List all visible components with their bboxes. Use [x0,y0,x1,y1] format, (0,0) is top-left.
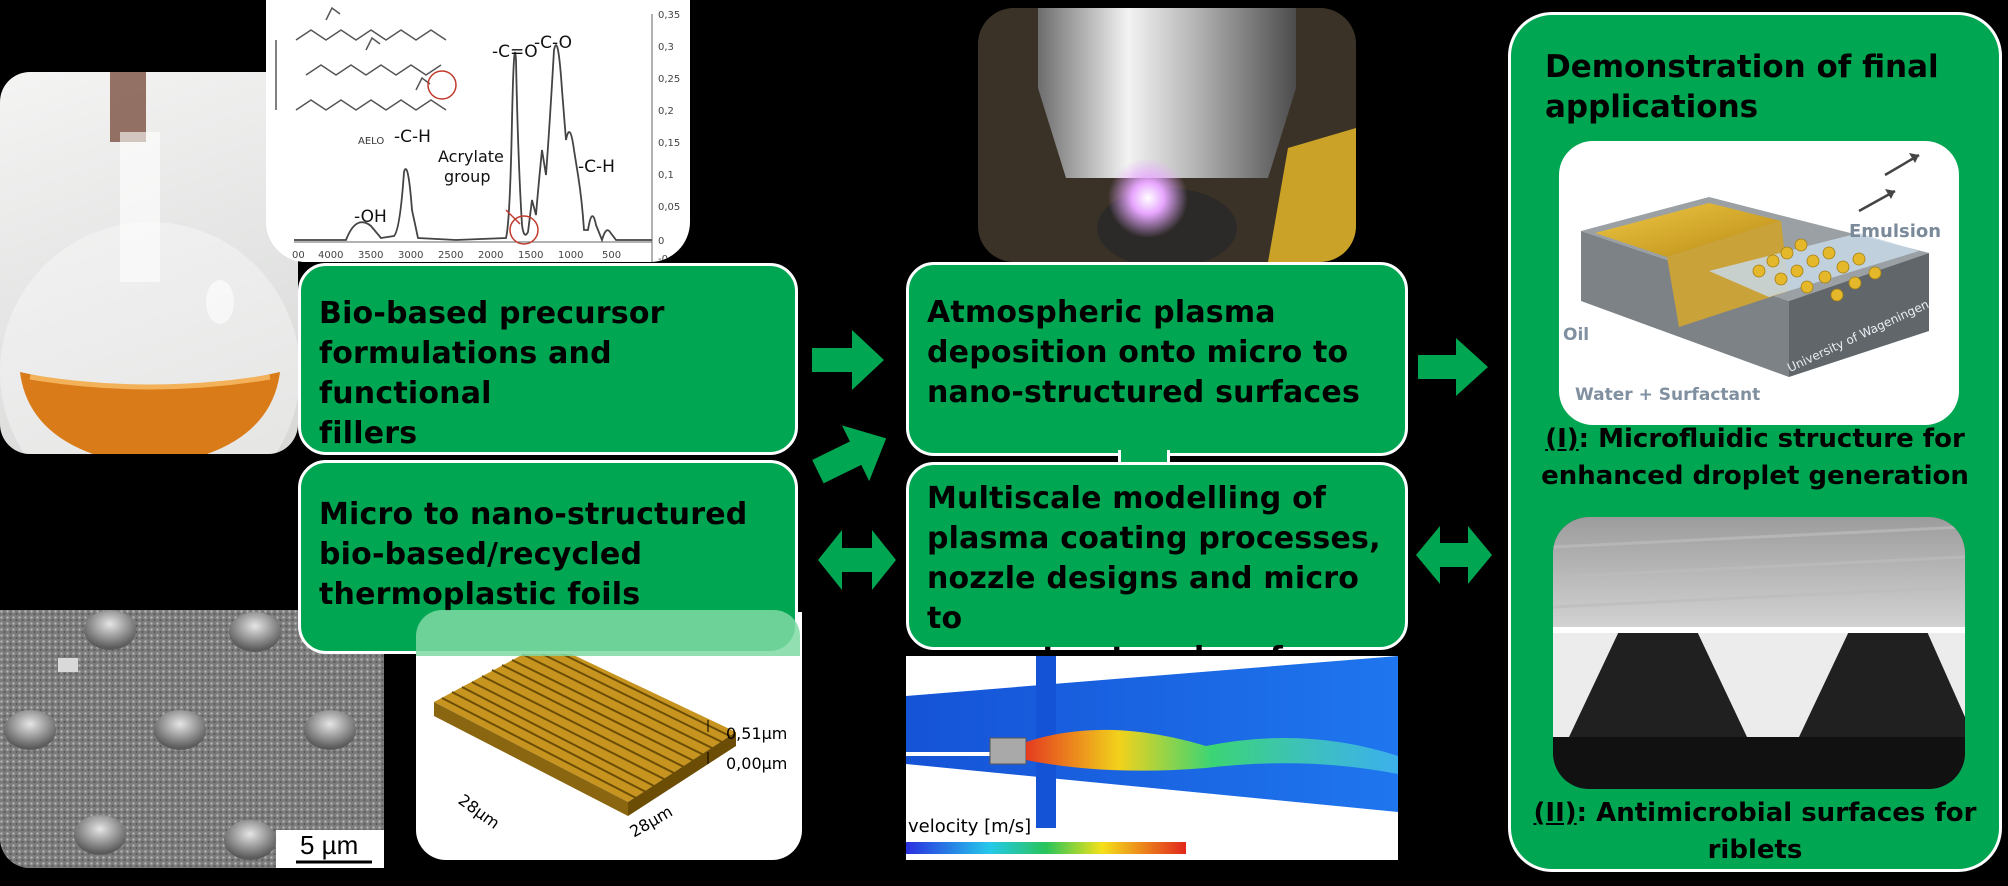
y-tick: 0,25 [658,74,680,85]
ftir-spectrum: AELO -C=O -C-O -C-H -C-H -OH Acrylate gr… [266,0,690,262]
riblet-sem-image [1553,517,1965,789]
applications-title-line: Demonstration of final [1545,49,1939,85]
cfd-simulation: velocity [m/s] [906,656,1398,860]
applications-title-line: applications [1545,89,1759,125]
x-tick: 3000 [398,250,423,261]
y-tick: 0,35 [658,10,680,21]
acrylate-label-line1: Acrylate [438,147,504,166]
caption-1-text: : Microfluidic structure for [1578,424,1965,454]
caption-2-prefix: (II) [1533,798,1577,828]
afm-z-top-label: 0,51µm [726,724,788,743]
arrow-foils-modelling-bidirectional [818,530,896,590]
foils-line: bio-based/recycled [319,537,643,572]
cfd-legend-label: velocity [m/s] [906,816,1034,837]
foils-line: thermoplastic foils [319,577,641,612]
caption-microfluidic: (I): Microfluidic structure for enhanced… [1511,421,1999,495]
y-tick: 0,3 [658,42,674,53]
spectrum-plot: AELO -C=O -C-O -C-H -C-H -OH Acrylate gr… [275,6,680,262]
applications-panel: Demonstration of final applications [1508,12,2002,872]
caption-1-line2: enhanced droplet generation [1541,461,1969,491]
arrow-plasma-to-applications [1418,338,1488,396]
applications-title: Demonstration of final applications [1545,47,1939,127]
modelling-line: Multiscale modelling of [927,481,1327,516]
x-tick: 3500 [358,250,383,261]
riblet-illustration [1553,517,1965,789]
y-tick: 0,2 [658,106,674,117]
modelling-line: nozzle designs and micro to [927,561,1360,636]
flask-photo [0,72,298,454]
foils-line: Micro to nano-structured [319,497,748,532]
x-tick: 2500 [438,250,463,261]
peak-label-c-o: -C-O [534,33,572,53]
precursor-line: fillers [319,416,418,451]
water-surfactant-label: Water + Surfactant [1575,385,1761,405]
x-tick: 1000 [558,250,583,261]
peak-label-oh: -OH [354,207,387,227]
sem-scale-bar-label: 5 µm [300,830,359,860]
molecule-label: AELO [358,136,384,147]
emulsion-label: Emulsion [1849,221,1942,242]
x-tick: 00 [292,250,305,261]
caption-2-line2: riblets [1707,835,1803,865]
y-tick: 0 [658,236,664,247]
plasma-line: nano-structured surfaces [927,375,1361,410]
oil-label: Oil [1563,325,1590,345]
x-tick: 1500 [518,250,543,261]
microfluidic-chip [1581,153,1929,377]
afm-topography: 0,51µm 0,00µm 28µm 28µm [416,612,802,860]
plasma-line: Atmospheric plasma [927,295,1276,330]
x-tick: 500 [602,250,621,261]
arrow-precursor-to-plasma [812,330,884,390]
caption-riblets: (II): Antimicrobial surfaces for riblets [1511,795,1999,869]
plasma-deposition-box: Atmospheric plasma deposition onto micro… [906,262,1408,456]
acrylate-label-line2: group [444,167,490,186]
peak-label-c-h-left: -C-H [394,127,431,147]
microfluidic-figure: Emulsion Oil Water + Surfactant Universi… [1559,141,1959,425]
y-tick: 0,15 [658,138,680,149]
y-tick: 0,05 [658,202,680,213]
precursor-line: formulations and functional [319,336,612,411]
plasma-nozzle-photo [978,8,1356,262]
afm-z-bottom-label: 0,00µm [726,754,788,773]
afm-overlap-highlight [416,610,800,656]
nozzle-illustration [978,8,1356,262]
arrow-foils-to-plasma [812,420,890,490]
y-tick: -0,0 [658,254,678,262]
cfd-velocity-field [906,656,1398,854]
afm-surface [434,642,736,816]
peak-label-c-o-double: -C=O [492,42,538,62]
x-tick: 4000 [318,250,343,261]
precursor-box: Bio-based precursor formulations and fun… [298,263,798,455]
modelling-box: Multiscale modelling of plasma coating p… [906,462,1408,676]
x-tick-labels: 00 4000 3500 3000 2500 2000 1500 1000 50… [292,250,621,261]
y-tick: 0,1 [658,170,674,181]
plasma-line: deposition onto micro to [927,335,1349,370]
precursor-line: Bio-based precursor [319,296,665,331]
caption-1-prefix: (I) [1545,424,1579,454]
y-tick-labels: 0,35 0,3 0,25 0,2 0,15 0,1 0,05 0 -0,0 [658,10,680,262]
arrow-modelling-applications-bidirectional [1416,526,1492,584]
flask-illustration [0,72,298,454]
modelling-line: plasma coating processes, [927,521,1381,556]
x-tick: 2000 [478,250,503,261]
caption-2-text: : Antimicrobial surfaces for [1576,798,1977,828]
peak-label-c-h-right: -C-H [578,157,615,177]
